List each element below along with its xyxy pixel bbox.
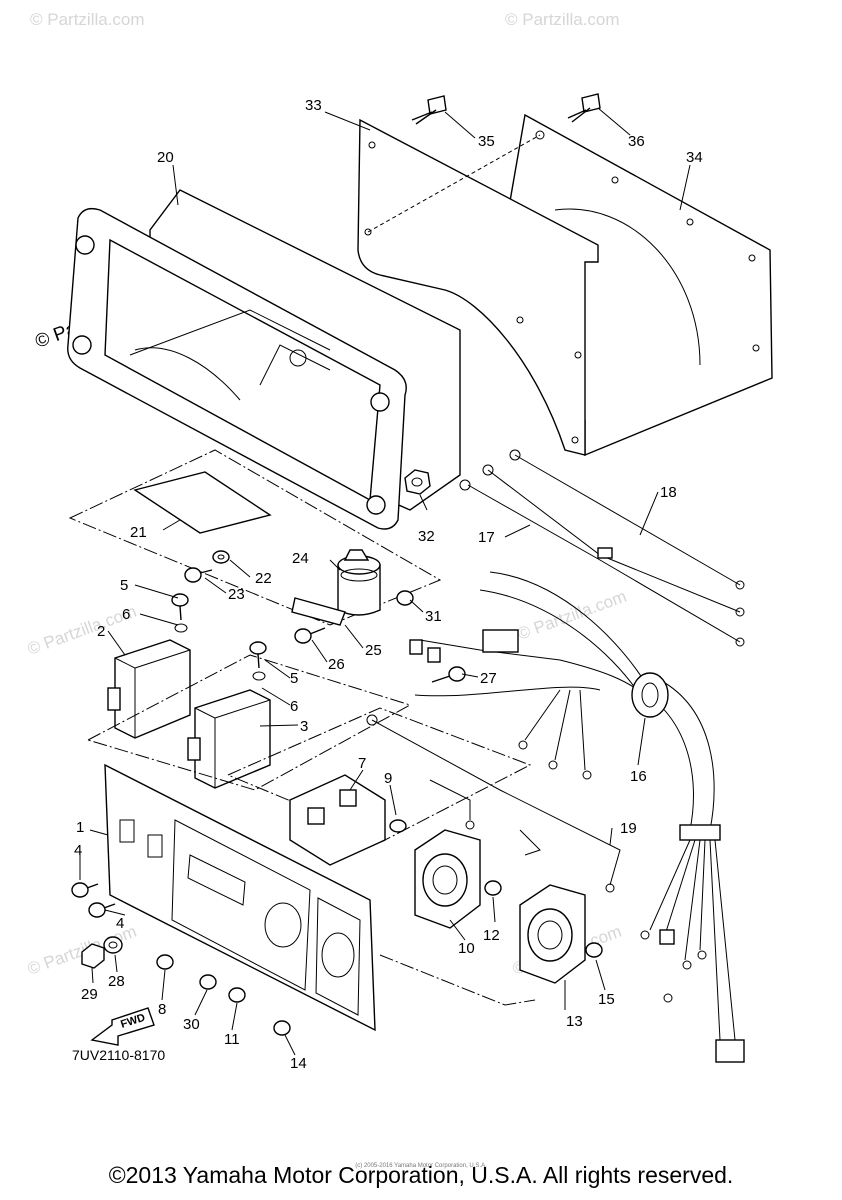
nut-29 bbox=[81, 943, 105, 969]
screw-15 bbox=[585, 942, 603, 958]
part-number: 32 bbox=[418, 528, 435, 545]
middle-plate-33 bbox=[357, 118, 599, 456]
group-outline-lower bbox=[379, 954, 536, 1006]
receptacle-7 bbox=[289, 774, 386, 866]
screw-4-lower bbox=[88, 902, 116, 918]
nut-12 bbox=[484, 880, 502, 896]
wire-harness-17-18 bbox=[459, 449, 745, 647]
washer-28 bbox=[103, 936, 123, 954]
part-number: 23 bbox=[228, 586, 245, 603]
circuit-breaker-3 bbox=[187, 689, 271, 789]
control-box-20 bbox=[67, 189, 461, 530]
key-switch-24 bbox=[337, 549, 381, 616]
watermark-faint: © Partzilla.com bbox=[515, 587, 629, 644]
part-number: 34 bbox=[686, 149, 703, 166]
watermark-faint: © Partzilla.com bbox=[30, 10, 145, 29]
leader-lines bbox=[79, 107, 691, 1056]
part-number: 5 bbox=[290, 670, 298, 687]
part-number: 19 bbox=[620, 820, 637, 837]
screw-26 bbox=[294, 627, 326, 644]
part-number: 12 bbox=[483, 927, 500, 944]
part-number: 31 bbox=[425, 608, 442, 625]
part-number: 22 bbox=[255, 570, 272, 587]
part-number: 24 bbox=[292, 550, 309, 567]
part-number: 15 bbox=[598, 991, 615, 1008]
screw-5-upper bbox=[171, 593, 189, 633]
circuit-breaker-2 bbox=[107, 639, 191, 739]
part-number: 4 bbox=[74, 842, 82, 859]
screw-4-upper bbox=[71, 882, 99, 898]
part-number: 10 bbox=[458, 940, 475, 957]
screw-14 bbox=[273, 1020, 291, 1036]
watermark-faint: © Partzilla.com bbox=[505, 10, 620, 29]
screw-36 bbox=[567, 93, 601, 123]
nut-32 bbox=[404, 469, 431, 495]
part-number: 3 bbox=[300, 718, 308, 735]
wire-19 bbox=[366, 714, 621, 893]
part-number: 5 bbox=[120, 577, 128, 594]
small-copyright-note: (c) 2005-2016 Yamaha Motor Corporation, … bbox=[355, 1163, 487, 1169]
part-number: 18 bbox=[660, 484, 677, 501]
group-outline-upper bbox=[68, 449, 442, 626]
part-number: 26 bbox=[328, 656, 345, 673]
part-number: 21 bbox=[130, 524, 147, 541]
part-number: 8 bbox=[158, 1001, 166, 1018]
screw-27 bbox=[431, 666, 466, 683]
screw-35 bbox=[411, 95, 447, 125]
diagram-code: 7UV2110-8170 bbox=[72, 1047, 166, 1063]
main-harness-16 bbox=[409, 571, 745, 1063]
part-number: 16 bbox=[630, 768, 647, 785]
part-number: 6 bbox=[122, 606, 130, 623]
part-number: 17 bbox=[478, 529, 495, 546]
copyright-footer: ©2013 Yamaha Motor Corporation, U.S.A. A… bbox=[108, 1162, 734, 1188]
screw-23 bbox=[184, 567, 213, 583]
locking-receptacle-10 bbox=[414, 829, 481, 929]
screw-5-lower bbox=[249, 641, 267, 681]
part-number-labels: 20 33 35 36 34 18 17 21 32 24 22 23 5 6 … bbox=[74, 97, 703, 1072]
part-number: 6 bbox=[290, 698, 298, 715]
label-plate-21 bbox=[133, 471, 272, 534]
part-number: 30 bbox=[183, 1016, 200, 1033]
part-number: 9 bbox=[384, 770, 392, 787]
washer-22 bbox=[212, 550, 230, 564]
part-number: 36 bbox=[628, 133, 645, 150]
screw-11 bbox=[228, 987, 246, 1003]
fwd-arrow-icon: FWD bbox=[90, 1007, 155, 1046]
part-number: 33 bbox=[305, 97, 322, 114]
screw-31 bbox=[396, 590, 414, 606]
part-number: 25 bbox=[365, 642, 382, 659]
part-number: 7 bbox=[358, 755, 366, 772]
part-number: 11 bbox=[224, 1031, 240, 1048]
part-number: 27 bbox=[480, 670, 497, 687]
locking-receptacle-13 bbox=[519, 884, 586, 984]
screw-30 bbox=[199, 974, 217, 990]
part-number: 4 bbox=[116, 915, 124, 932]
screw-8 bbox=[156, 954, 174, 970]
part-number: 35 bbox=[478, 133, 495, 150]
part-number: 1 bbox=[76, 819, 84, 836]
part-number: 2 bbox=[97, 623, 105, 640]
part-number: 20 bbox=[157, 149, 174, 166]
screw-9 bbox=[389, 819, 407, 833]
front-panel-1 bbox=[104, 763, 376, 1032]
part-number: 29 bbox=[81, 986, 98, 1003]
bracket-25 bbox=[291, 597, 346, 626]
part-number: 14 bbox=[290, 1055, 307, 1072]
part-number: 28 bbox=[108, 973, 125, 990]
part-number: 13 bbox=[566, 1013, 583, 1030]
